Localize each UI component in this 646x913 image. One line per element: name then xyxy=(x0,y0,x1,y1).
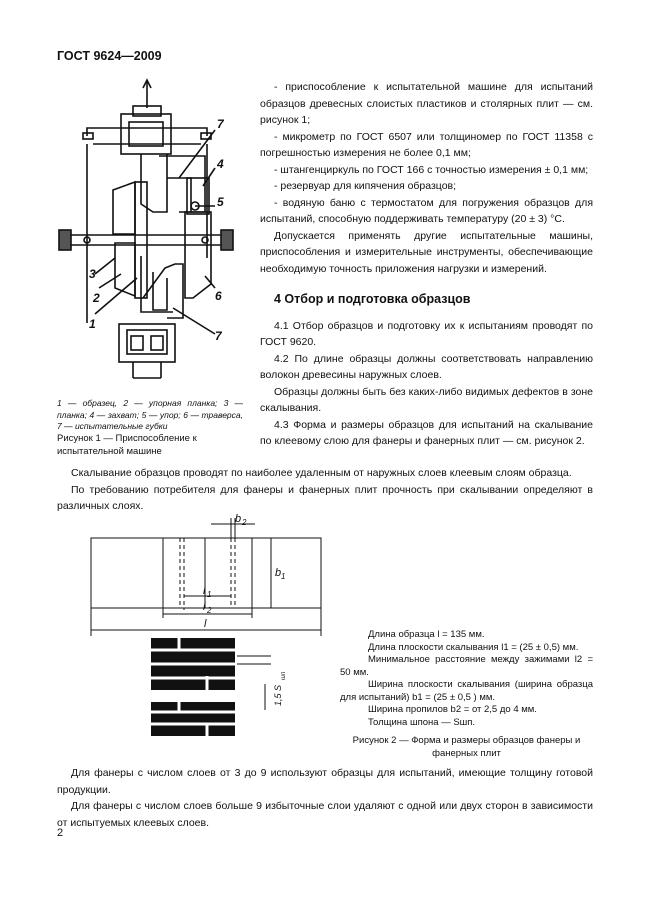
fig2-dim-b1-sub: 1 xyxy=(281,572,285,581)
fig2-dim-b2-sub: 2 xyxy=(241,518,247,527)
fig1-label-7-top: 7 xyxy=(217,117,225,131)
paragraph-4-2: 4.2 По длине образцы должны соответствов… xyxy=(260,352,593,382)
fig2-dim-l1: l xyxy=(203,585,206,597)
fig2-dim-b2: b xyxy=(235,513,241,525)
fig2-dim-thickness: 1,5 S xyxy=(273,685,283,706)
equipment-item-2: - микрометр по ГОСТ 6507 или толщиномер … xyxy=(260,130,593,160)
fig1-label-6: 6 xyxy=(215,289,222,303)
body-paragraph-2: По требованию потребителя для фанеры и ф… xyxy=(57,483,593,513)
fig2-legend-line-1: Длина образца l = 135 мм. xyxy=(368,629,485,640)
body-paragraph-1: Скалывание образцов проводят по наиболее… xyxy=(71,467,572,479)
fig2-dim-thickness-sub: шп xyxy=(281,671,287,680)
equipment-item-3: - штангенциркуль по ГОСТ 166 с точностью… xyxy=(274,163,589,176)
bottom-paragraph-2: Для фанеры с числом слоев больше 9 избыт… xyxy=(57,800,593,829)
fig1-label-3: 3 xyxy=(89,267,96,281)
fig1-label-5: 5 xyxy=(217,195,224,209)
fig2-dim-b1: b xyxy=(275,567,281,579)
figure-2-legend: Длина образца l = 135 мм. Длина плоскост… xyxy=(340,629,593,760)
figure-2-caption: Рисунок 2 — Форма и размеры образцов фан… xyxy=(352,735,581,759)
body-paragraphs: Скалывание образцов проводят по наиболее… xyxy=(57,465,593,515)
fig2-dim-l: l xyxy=(204,618,207,630)
right-column: - приспособление к испытательной машине … xyxy=(260,79,593,450)
fig2-dim-l2: l xyxy=(203,601,206,613)
fig2-legend-line-5: Ширина пропилов b2 = от 2,5 до 4 мм. xyxy=(368,704,537,715)
equipment-item-1: - приспособление к испытательной машине … xyxy=(260,81,593,126)
fig2-dim-l1-sub: 1 xyxy=(207,590,211,599)
paragraph-4-1: 4.1 Отбор образцов и подготовку их к исп… xyxy=(260,319,593,349)
fig2-legend-line-3: Минимальное расстояние между зажимами l2… xyxy=(340,654,593,678)
figure-1-drawing: 7 4 5 3 2 6 1 7 xyxy=(58,78,234,379)
paragraph-4-2b: Образцы должны быть без каких-либо видим… xyxy=(260,385,593,415)
fig2-legend-line-2: Длина плоскости скалывания l1 = (25 ± 0,… xyxy=(368,641,579,653)
permit-paragraph: Допускается применять другие испытательн… xyxy=(260,229,593,275)
equipment-item-4: - резервуар для кипячения образцов; xyxy=(274,180,457,192)
fig2-dim-l2-sub: 2 xyxy=(206,606,212,615)
figure-1-legend: 1 — образец, 2 — упорная планка; 3 — пла… xyxy=(57,398,243,431)
bottom-paragraph-1: Для фанеры с числом слоев от 3 до 9 испо… xyxy=(57,767,593,796)
section-title: 4 Отбор и подготовка образцов xyxy=(274,292,471,306)
fig1-label-7-bottom: 7 xyxy=(215,329,223,343)
fig1-label-4: 4 xyxy=(216,157,224,171)
fig1-label-2: 2 xyxy=(92,291,100,305)
equipment-item-5: - водяную баню с термостатом для погруже… xyxy=(260,196,593,226)
document-header: ГОСТ 9624—2009 xyxy=(57,49,162,63)
paragraph-4-3: 4.3 Форма и размеры образцов для испытан… xyxy=(260,418,593,448)
figure-1-caption: Рисунок 1 — Приспособление к испытательн… xyxy=(57,433,197,457)
page-number: 2 xyxy=(57,827,64,839)
fig2-legend-line-4: Ширина плоскости скалывания (ширина обра… xyxy=(340,679,593,703)
fig1-label-1: 1 xyxy=(89,317,96,331)
bottom-paragraphs: Для фанеры с числом слоев от 3 до 9 испо… xyxy=(57,765,593,831)
figure-2-drawing: b 2 b 1 l 1 l 2 l 1,5 S шп xyxy=(90,513,322,736)
fig2-legend-line-6: Толщина шпона — Sшп. xyxy=(368,716,476,728)
